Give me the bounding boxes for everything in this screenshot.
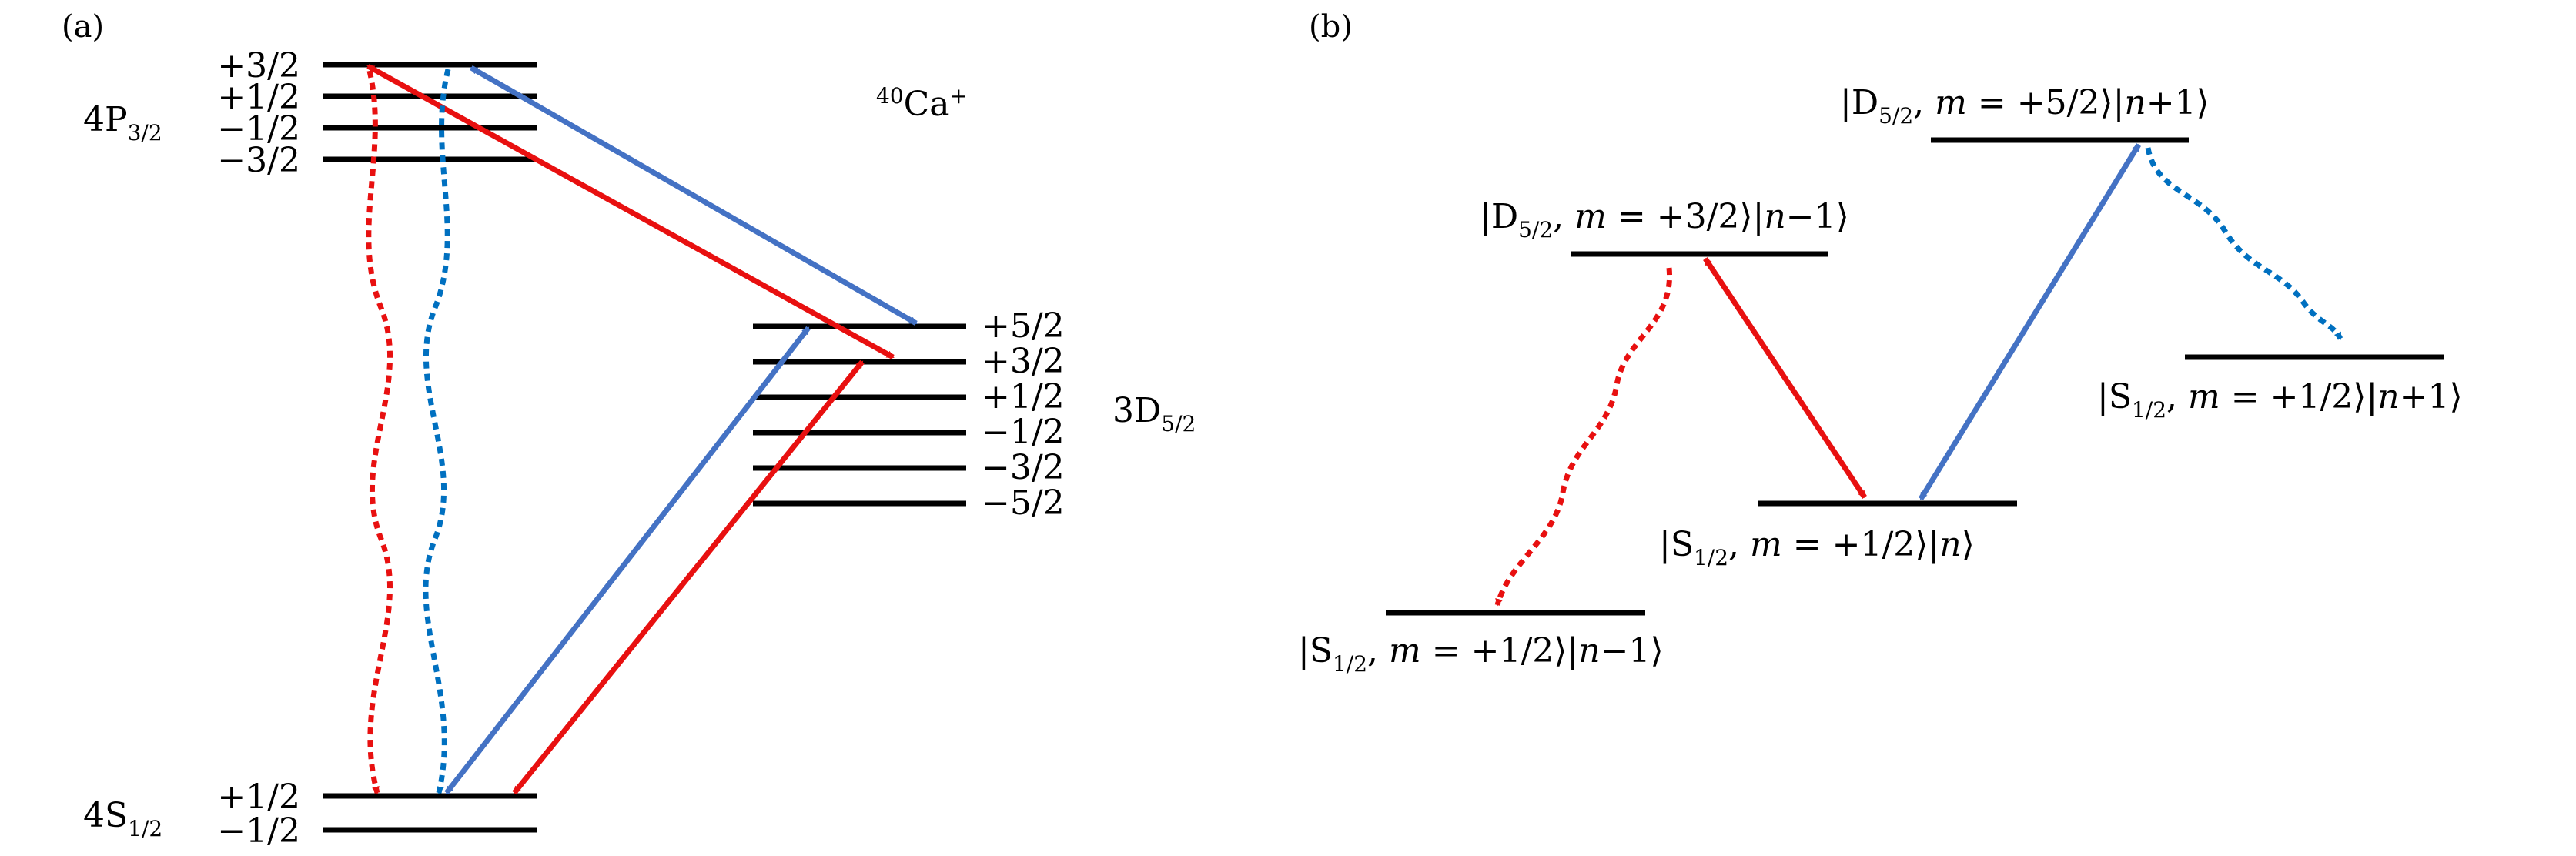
arrow-blue-p-to-d (470, 65, 918, 326)
p32-manifold: +3/2 +1/2 −1/2 −3/2 4P3/2 (83, 46, 537, 180)
label-d-minus: |D5/2, m = +3/2⟩|n−1⟩ (1480, 197, 1849, 242)
arrow-blue-s-to-d (444, 326, 811, 795)
p32-m-label-2: +1/2 (217, 78, 300, 117)
arrow-blue-wavy-decay (423, 69, 451, 794)
p32-m-label-4: −3/2 (217, 141, 300, 180)
panel-a: (a) +3/2 +1/2 −1/2 −3/2 4P3/2 40Ca+ +5/2… (62, 9, 1196, 851)
label-s-plus: |S1/2, m = +1/2⟩|n+1⟩ (2097, 377, 2463, 423)
d52-m-label-5: −3/2 (982, 448, 1065, 487)
d52-term-label: 3D5/2 (1112, 391, 1196, 436)
arrow-red-p-to-d (366, 63, 895, 360)
panel-b: (b) |D5/2, m = +5/2⟩|n+1⟩ |D5/2, m = +3/… (1298, 9, 2463, 677)
arrow-red-wavy-decay-b (1494, 267, 1672, 607)
panel-b-label: (b) (1309, 9, 1353, 45)
s12-term-label: 4S1/2 (83, 796, 162, 841)
arrow-red-red-sideband (1703, 257, 1867, 499)
p32-m-label-3: −1/2 (217, 109, 300, 149)
arrow-blue-wavy-decay-b (2145, 147, 2343, 340)
d52-m-label-4: −1/2 (982, 413, 1065, 452)
arrow-red-wavy-decay (366, 70, 393, 794)
d52-m-label-1: +5/2 (982, 306, 1065, 346)
s12-m-label-1: +1/2 (217, 777, 300, 817)
p32-term-label: 4P3/2 (83, 100, 162, 145)
s12-m-label-2: −1/2 (217, 811, 300, 851)
label-s-zero: |S1/2, m = +1/2⟩|n⟩ (1659, 525, 1975, 570)
d52-m-label-3: +1/2 (982, 377, 1065, 416)
arrow-red-s-to-d (512, 359, 865, 795)
label-d-plus: |D5/2, m = +5/2⟩|n+1⟩ (1840, 83, 2210, 129)
d52-m-label-2: +3/2 (982, 342, 1065, 381)
label-s-minus: |S1/2, m = +1/2⟩|n−1⟩ (1298, 631, 1664, 677)
species-label: 40Ca+ (876, 83, 968, 124)
panel-a-transitions (366, 63, 918, 795)
d52-m-label-6: −5/2 (982, 483, 1065, 523)
s12-manifold: +1/2 −1/2 4S1/2 (83, 777, 537, 851)
p32-m-label-1: +3/2 (217, 46, 300, 85)
panel-a-label: (a) (62, 9, 104, 45)
arrow-blue-blue-sideband (1919, 143, 2141, 500)
